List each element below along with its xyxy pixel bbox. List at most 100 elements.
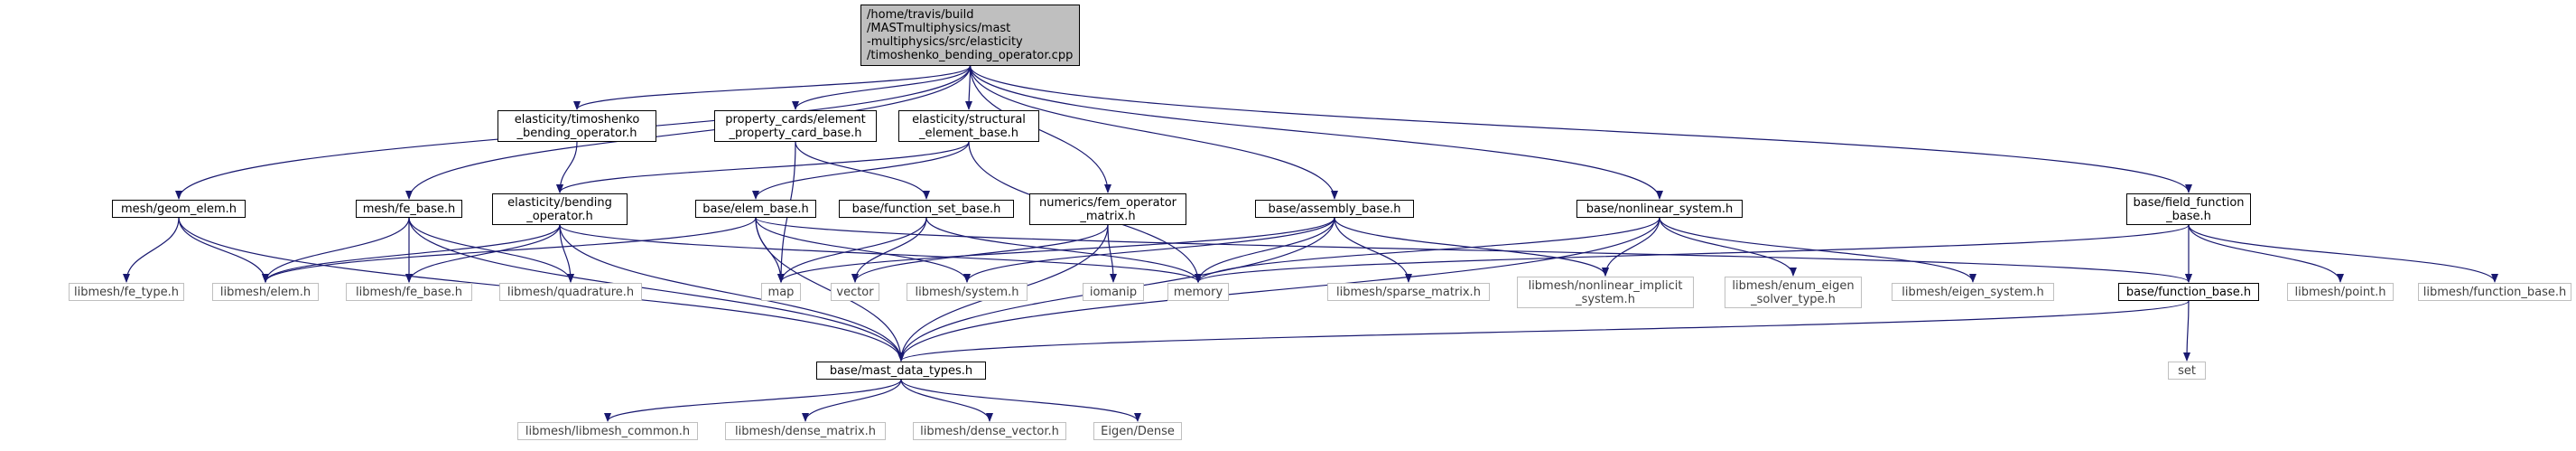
- edge-root-to-field-func: [969, 65, 2192, 193]
- node-label-line: _element_base.h: [919, 126, 1018, 140]
- graph-node-struct-elem[interactable]: elasticity/structural_element_base.h: [898, 110, 1039, 142]
- node-label-line: iomanip: [1089, 285, 1138, 299]
- graph-node-iomanip: iomanip: [1083, 283, 1144, 301]
- edge-mast-types-to-eigen-dense: [900, 379, 1141, 422]
- node-label-line: _solver_type.h: [1751, 292, 1836, 306]
- graph-node-bending-op[interactable]: elasticity/bending_operator.h: [492, 193, 628, 225]
- edge-mast-types-to-lm-common: [604, 379, 902, 422]
- edge-mast-types-to-dense-vector: [900, 379, 993, 422]
- graph-node-quadrature: libmesh/quadrature.h: [499, 283, 642, 301]
- graph-node-lm-fe-base: libmesh/fe_base.h: [346, 283, 472, 301]
- graph-node-lm-system: libmesh/system.h: [907, 283, 1028, 301]
- graph-node-fe-base[interactable]: mesh/fe_base.h: [356, 200, 462, 218]
- node-label-line: elasticity/bending: [507, 195, 612, 210]
- node-label-line: libmesh/quadrature.h: [507, 285, 635, 299]
- graph-node-field-func[interactable]: base/field_function_base.h: [2126, 193, 2251, 225]
- node-label-line: Eigen/Dense: [1101, 424, 1175, 438]
- graph-node-vector: vector: [831, 283, 879, 301]
- edge-field-func-to-point: [2188, 224, 2344, 283]
- node-label-line: base/function_base.h: [2125, 285, 2252, 299]
- node-label-line: map: [767, 285, 795, 299]
- node-label-line: libmesh/dense_matrix.h: [734, 424, 877, 438]
- graph-node-nonlinear[interactable]: base/nonlinear_system.h: [1576, 200, 1743, 218]
- edge-nonlinear-to-nonlin-impl: [1602, 217, 1660, 277]
- node-label-line: mesh/fe_base.h: [362, 202, 456, 216]
- graph-edges: [123, 65, 2498, 422]
- edge-field-func-to-memory: [1195, 224, 2190, 283]
- edge-root-to-timo-h: [573, 65, 972, 110]
- graph-node-fe-type: libmesh/fe_type.h: [69, 283, 184, 301]
- graph-node-enum-eigen: libmesh/enum_eigen_solver_type.h: [1725, 277, 1862, 308]
- graph-node-sparse: libmesh/sparse_matrix.h: [1327, 283, 1490, 301]
- node-label-line: libmesh/dense_vector.h: [920, 424, 1059, 438]
- edge-elem-base-to-lm-elem: [262, 217, 757, 283]
- graph-node-elem-base[interactable]: base/elem_base.h: [695, 200, 816, 218]
- edge-geom-elem-to-fe-type: [123, 217, 180, 283]
- graph-node-elem-prop[interactable]: property_cards/element_property_card_bas…: [714, 110, 877, 142]
- edge-mast-types-to-dense-matrix: [802, 379, 902, 422]
- node-label-line: base/nonlinear_system.h: [1586, 202, 1734, 216]
- edge-elem-base-to-mast-types: [755, 217, 905, 362]
- node-label-line: libmesh/elem.h: [219, 285, 312, 299]
- node-label-line: libmesh/point.h: [2294, 285, 2386, 299]
- edge-elem-base-to-lm-system: [755, 217, 971, 283]
- node-label-line: /MASTmultiphysics/mast: [867, 22, 1011, 35]
- graph-node-timo-h[interactable]: elasticity/timoshenko_bending_operator.h: [498, 110, 656, 142]
- edge-bending-op-to-lm-fe-base: [405, 224, 561, 283]
- graph-node-func-set[interactable]: base/function_set_base.h: [839, 200, 1014, 218]
- graph-node-mast-types[interactable]: base/mast_data_types.h: [816, 362, 986, 380]
- edge-field-func-to-lm-func-base: [2188, 224, 2498, 283]
- node-label-line: /home/travis/build: [867, 8, 974, 22]
- edge-assembly-to-memory: [1195, 217, 1335, 283]
- edge-root-to-assembly: [969, 65, 1338, 200]
- graph-node-set: set: [2168, 362, 2206, 380]
- node-label-line: mesh/geom_elem.h: [120, 202, 237, 216]
- node-label-line: libmesh/fe_type.h: [73, 285, 180, 299]
- node-label-line: set: [2178, 363, 2196, 378]
- edge-geom-elem-to-lm-elem: [178, 217, 269, 283]
- edge-struct-elem-to-bending-op: [556, 141, 970, 193]
- edge-fem-op-to-vector: [851, 224, 1109, 283]
- edge-elem-base-to-func-base: [755, 217, 2192, 283]
- node-label-line: _base.h: [2166, 209, 2211, 223]
- node-label-line: libmesh/libmesh_common.h: [525, 424, 691, 438]
- graph-node-geom-elem[interactable]: mesh/geom_elem.h: [112, 200, 246, 218]
- graph-node-nonlin-impl: libmesh/nonlinear_implicit_system.h: [1517, 277, 1694, 308]
- node-label-line: vector: [836, 285, 874, 299]
- node-label-line: _operator.h: [526, 209, 593, 223]
- node-label-line: libmesh/nonlinear_implicit: [1528, 278, 1683, 293]
- node-label-line: libmesh/sparse_matrix.h: [1336, 285, 1481, 299]
- edge-assembly-to-map: [777, 217, 1335, 283]
- graph-node-lm-func-base: libmesh/function_base.h: [2418, 283, 2571, 301]
- node-label-line: base/function_set_base.h: [851, 202, 1001, 216]
- node-label-line: base/assembly_base.h: [1268, 202, 1401, 216]
- edge-bending-op-to-lm-elem: [262, 224, 561, 283]
- edge-nonlinear-to-enum-eigen: [1659, 217, 1797, 277]
- edge-bending-op-to-memory: [559, 224, 1202, 283]
- node-label-line: _bending_operator.h: [516, 126, 637, 140]
- graph-node-dense-vector: libmesh/dense_vector.h: [913, 422, 1066, 440]
- node-label-line: property_cards/element: [725, 112, 866, 127]
- edge-root-to-struct-elem: [965, 65, 973, 110]
- edge-func-set-to-map: [777, 217, 927, 283]
- edge-nonlinear-to-memory: [1195, 217, 1660, 283]
- node-label-line: libmesh/function_base.h: [2423, 285, 2567, 299]
- graph-node-root[interactable]: /home/travis/build/MASTmultiphysics/mast…: [860, 5, 1080, 66]
- edge-fe-base-to-mast-types: [408, 217, 905, 362]
- graph-node-fem-op[interactable]: numerics/fem_operator_matrix.h: [1029, 193, 1186, 225]
- edge-bending-op-to-quadrature: [559, 224, 574, 283]
- graph-node-eigen-sys: libmesh/eigen_system.h: [1892, 283, 2054, 301]
- graph-node-eigen-dense: Eigen/Dense: [1093, 422, 1182, 440]
- node-label-line: _matrix.h: [1080, 209, 1136, 223]
- edge-func-base-to-set: [2183, 300, 2191, 362]
- graph-node-assembly[interactable]: base/assembly_base.h: [1255, 200, 1414, 218]
- edge-root-to-fe-base: [405, 65, 972, 200]
- node-label-line: libmesh/fe_base.h: [356, 285, 462, 299]
- graph-node-memory: memory: [1167, 283, 1229, 301]
- node-label-line: /timoshenko_bending_operator.cpp: [867, 49, 1074, 62]
- node-label-line: base/mast_data_types.h: [829, 363, 973, 378]
- edge-func-set-to-vector: [851, 217, 927, 283]
- node-label-line: elasticity/timoshenko: [514, 112, 640, 127]
- graph-node-func-base[interactable]: base/function_base.h: [2118, 283, 2259, 301]
